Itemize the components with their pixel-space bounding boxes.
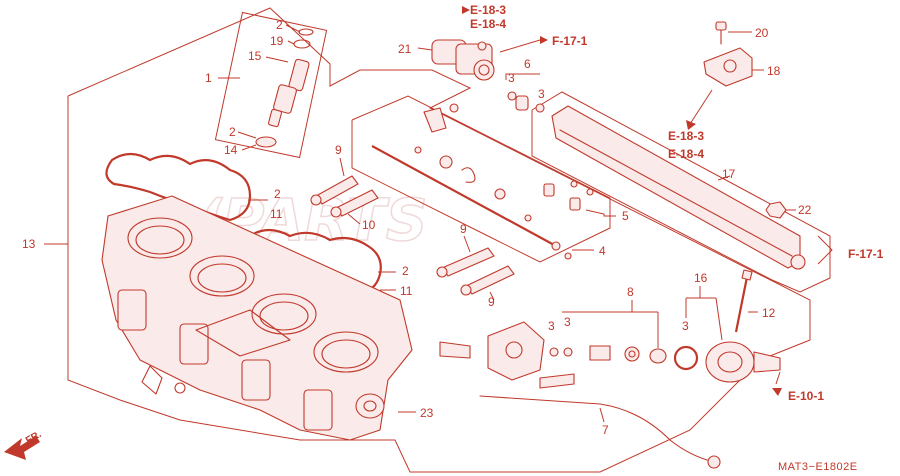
seal-ring [293,39,311,49]
callout-21: 21 [398,42,412,56]
screw-set-9-lower-b[interactable] [460,265,515,296]
callout-2a: 2 [276,18,283,32]
injector-assembly[interactable] [214,11,328,159]
front-direction-arrow: FR. [4,429,44,460]
ref-f-17-1-a: F-17-1 [552,34,588,48]
injector-body [273,84,297,114]
nut-22[interactable] [765,201,787,219]
callout-7: 7 [602,423,609,437]
screw-10[interactable] [330,189,379,218]
callout-5: 5 [622,209,629,223]
callout-9c: 9 [488,295,495,309]
ref-e-18-3-b: E-18-3 [668,129,704,143]
ref-f-17-1-b: F-17-1 [848,247,884,261]
main-group-outline [67,7,811,473]
sensor-18[interactable] [703,47,753,87]
pressure-regulator[interactable] [431,39,495,81]
callout-1: 1 [205,71,212,85]
callout-15: 15 [248,49,262,63]
ref-arrow-1 [462,6,470,14]
o-ring-pair-top[interactable] [507,91,545,113]
screw-set-9-lower-a[interactable] [436,247,495,278]
callout-2b: 2 [229,125,236,139]
callout-12: 12 [762,306,776,320]
callout-14: 14 [224,143,238,157]
callout-3a: 3 [508,71,515,85]
gasket-upper[interactable] [105,152,252,222]
ref-e-18-4-a: E-18-4 [470,17,506,31]
callout-17: 17 [722,167,736,181]
bolt-12[interactable] [734,269,753,333]
fuel-rail-outline [531,91,831,293]
callout-13: 13 [22,237,36,251]
callout-11a: 11 [270,207,283,221]
fr-label: FR. [24,429,44,447]
ref-e-18-4-b: E-18-4 [668,147,704,161]
callout-9a: 9 [335,143,342,157]
ref-e-18-3-a: E-18-3 [470,3,506,17]
idle-control-valve[interactable] [705,341,781,383]
diagram-code: MAT3−E1802E [778,461,858,473]
injector-cushion-ring [255,136,277,148]
throttle-actuator[interactable] [439,321,575,389]
ref-arrow-3 [686,120,696,130]
injector-tip [267,108,283,128]
callout-2d: 2 [402,264,409,278]
callout-23: 23 [420,406,434,420]
callout-3b: 3 [538,87,545,101]
callout-11b: 11 [400,284,413,298]
throttle-cable[interactable] [479,395,721,469]
throttle-body[interactable] [101,195,413,441]
callout-20: 20 [755,26,769,40]
callout-10: 10 [362,218,376,232]
ref-arrow-4 [772,388,782,396]
fuel-rail[interactable] [551,105,806,270]
o-ring-small [298,28,314,36]
ref-e-10-1: E-10-1 [788,389,824,403]
callout-8: 8 [627,285,634,299]
bolt-20[interactable] [715,21,727,45]
callout-19: 19 [270,34,284,48]
callout-22: 22 [798,203,812,217]
callout-3c: 3 [548,319,555,333]
injector-box [214,11,328,159]
callout-9b: 9 [460,222,467,236]
callout-2c: 2 [274,187,281,201]
callout-18: 18 [767,64,781,78]
link-parts[interactable] [414,103,594,260]
callout-4: 4 [599,244,606,258]
callout-3d: 3 [564,315,571,329]
ref-arrow-2 [540,36,548,44]
callout-16: 16 [694,271,708,285]
idle-valve-parts[interactable] [549,345,699,371]
link-rod[interactable] [371,145,561,251]
callout-3e: 3 [682,319,689,333]
screw-set-9-upper[interactable] [310,175,359,206]
injector-head [288,58,310,92]
callout-6: 6 [524,57,531,71]
